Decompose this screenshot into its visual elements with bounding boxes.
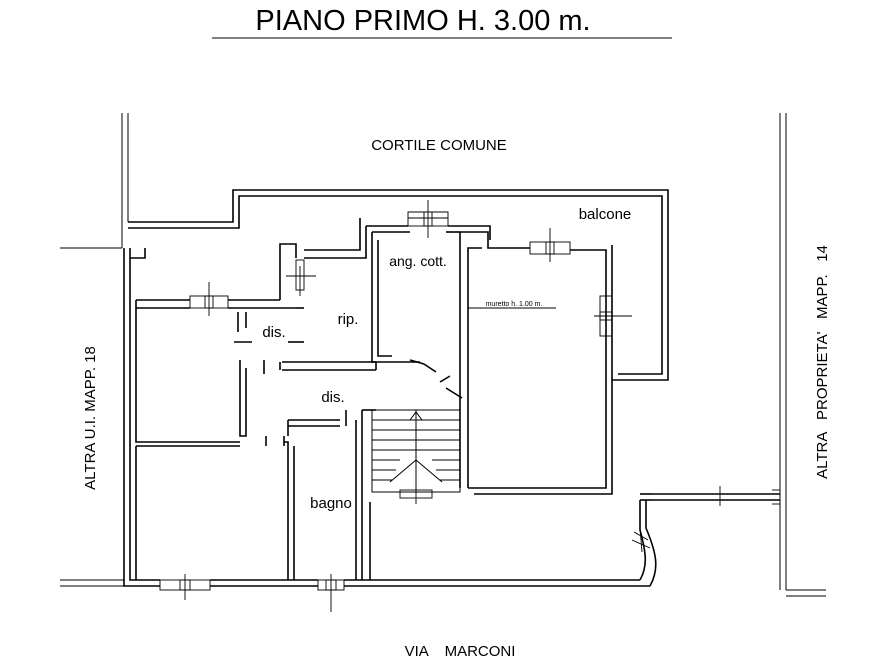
interior-walls	[135, 218, 613, 580]
plan-title: PIANO PRIMO H. 3.00 m.	[255, 5, 590, 37]
opening-corner	[631, 527, 651, 553]
label-hallway-lower: dis.	[321, 389, 344, 406]
gate-right	[719, 486, 780, 506]
outer-walls	[123, 189, 780, 587]
label-storage: rip.	[338, 311, 359, 328]
label-parapet: muretto h. 1.00 m.	[486, 301, 543, 308]
label-hallway-upper: dis.	[262, 324, 285, 341]
label-courtyard: CORTILE COMUNE	[371, 137, 507, 154]
label-kitchenette: ang. cott.	[389, 253, 447, 269]
window-bottom-left	[159, 574, 211, 600]
label-balcony: balcone	[579, 206, 632, 223]
window-storage	[286, 259, 316, 296]
window-stair	[399, 486, 433, 504]
label-right-neighbor: ALTRA PROPRIETA' MAPP. 14	[814, 245, 831, 479]
windows	[159, 200, 780, 612]
label-bathroom: bagno	[310, 495, 352, 512]
staircase	[371, 409, 461, 493]
window-right	[594, 295, 632, 337]
window-bathroom	[317, 574, 345, 612]
property-boundaries	[60, 113, 826, 597]
label-street: VIA MARCONI	[405, 643, 516, 660]
window-top-center	[407, 200, 449, 238]
window-balcony	[529, 228, 571, 262]
label-left-neighbor: ALTRA U.I. MAPP. 18	[82, 346, 99, 490]
window-upper-left	[189, 282, 229, 316]
